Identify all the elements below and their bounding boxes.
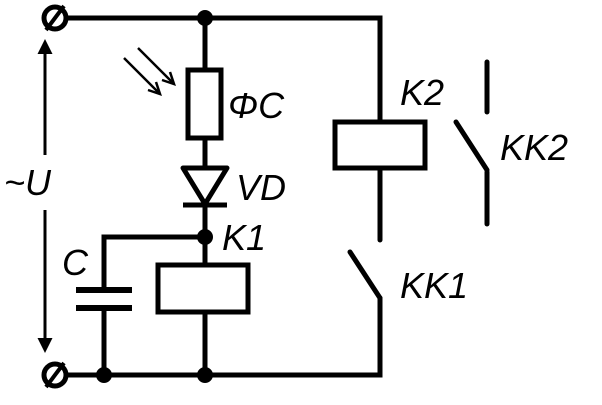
junction-bottom-center — [197, 367, 213, 383]
relay1-label: K1 — [222, 217, 266, 258]
terminal-bottom — [41, 361, 69, 389]
relay1-coil — [155, 262, 251, 315]
contact1-switch — [347, 249, 383, 301]
relay2-coil — [332, 119, 428, 171]
diode-label: VD — [236, 167, 286, 208]
photoresistor — [185, 67, 224, 141]
terminal-top — [41, 4, 69, 32]
junction-bottom-left — [96, 367, 112, 383]
contact1-label: KK1 — [400, 265, 468, 306]
bottom-rail-wire — [52, 295, 383, 378]
capacitor-wire-top — [101, 234, 208, 293]
junction-capacitor — [197, 229, 213, 245]
junction-dots — [96, 10, 213, 383]
contact2-label: KK2 — [500, 127, 568, 168]
contact2-switch — [453, 59, 490, 227]
voltage-label: ~U — [4, 162, 52, 203]
capacitor-label: C — [62, 242, 89, 283]
photoresistor-label: ΦC — [228, 85, 285, 126]
junction-top — [197, 10, 213, 26]
light-arrows-icon — [123, 47, 176, 96]
capacitor — [76, 287, 132, 311]
relay2-label: K2 — [400, 72, 444, 113]
top-rail-wire — [52, 15, 383, 125]
diode — [180, 165, 230, 208]
